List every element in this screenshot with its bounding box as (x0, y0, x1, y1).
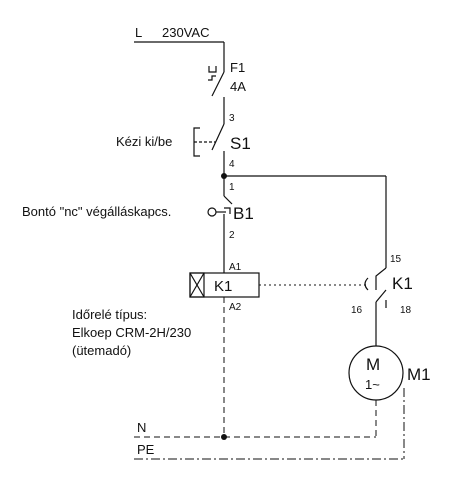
motor-symbol: M (366, 355, 380, 374)
relay-pin-a1: A1 (229, 262, 242, 273)
switch-ref: S1 (230, 134, 251, 153)
contact-pin-15: 15 (390, 254, 402, 265)
switch-description: Kézi ki/be (116, 134, 172, 149)
relay-note: Időrelé típus: Elkoep CRM-2H/230 (ütemad… (72, 307, 191, 358)
pe-label: PE (137, 442, 155, 457)
relay-note-line1: Időrelé típus: (72, 307, 147, 322)
relay-note-line3: (ütemadó) (72, 343, 131, 358)
limit-switch-description: Bontó "nc" végálláskapcs. (22, 204, 171, 219)
limit-switch-b1: 1 Bontó "nc" végálláskapcs. B1 2 (22, 176, 254, 260)
supply-line: L 230VAC (134, 25, 225, 62)
limit-switch-ref: B1 (233, 204, 254, 223)
fuse-ref: F1 (230, 60, 245, 75)
b1-pin-1: 1 (229, 182, 235, 193)
fuse-rating: 4A (230, 79, 246, 94)
fuse-f1: F1 4A 3 (208, 60, 246, 124)
contact-pin-16: 16 (351, 305, 363, 316)
relay-note-line2: Elkoep CRM-2H/230 (72, 325, 191, 340)
relay-coil-k1: A1 K1 A2 (189, 260, 368, 313)
contact-ref: K1 (392, 274, 413, 293)
neutral-rail: N (134, 420, 376, 440)
b1-pin-2: 2 (229, 230, 235, 241)
motor-m1: M 1~ M1 (348, 345, 431, 459)
pe-rail: PE (134, 442, 404, 460)
neutral-label: N (137, 420, 146, 435)
voltage-label: 230VAC (162, 25, 209, 40)
line-label: L (135, 25, 142, 40)
motor-ref: M1 (407, 365, 431, 384)
fuse-pin-3: 3 (229, 113, 235, 124)
relay-pin-a2: A2 (229, 302, 242, 313)
switch-pin-4: 4 (229, 159, 235, 170)
relay-ref: K1 (214, 278, 232, 295)
relay-contact-k1: 15 K1 16 18 (351, 254, 413, 346)
contact-pin-18: 18 (400, 305, 412, 316)
switch-s1: Kézi ki/be S1 4 (116, 123, 251, 176)
motor-ac-symbol: 1~ (365, 377, 380, 392)
